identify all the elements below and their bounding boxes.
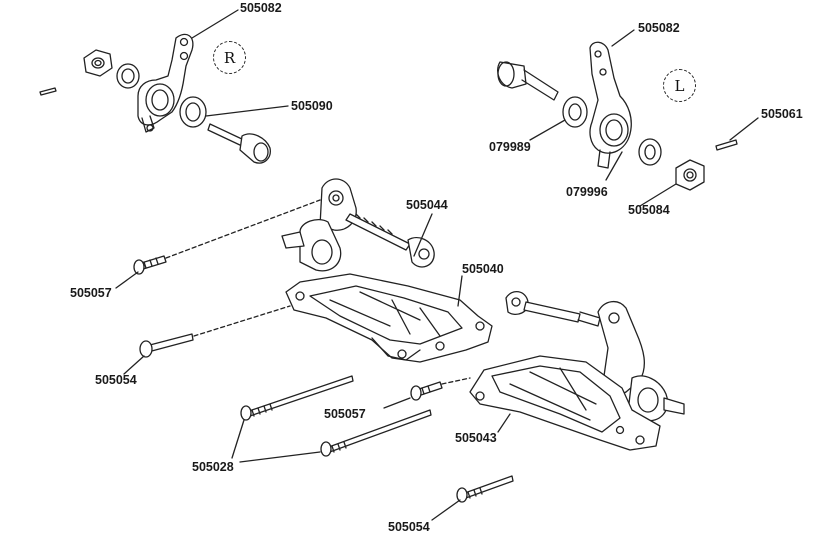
left-pin <box>715 139 738 151</box>
label-upper-right-hub-carrier: 505082 <box>240 1 282 15</box>
screw-505057-mid <box>383 377 471 409</box>
right-nut <box>83 49 113 77</box>
left-nut <box>675 159 705 191</box>
label-left-bearing: 079996 <box>566 185 608 199</box>
label-left-pin: 505061 <box>761 107 803 121</box>
shaft-505028-b <box>320 409 432 457</box>
right-pin <box>39 87 57 96</box>
right-hub-carrier <box>137 33 194 133</box>
lower-turnbuckle <box>505 291 601 327</box>
lower-arm-assembly <box>469 291 685 451</box>
shaft-505028-a <box>240 375 354 421</box>
left-side-letter: L <box>674 76 685 95</box>
fasteners <box>115 199 514 521</box>
left-bearing-079996 <box>638 138 662 166</box>
label-upper-left-hub-carrier: 505082 <box>638 21 680 35</box>
label-right-axle: 505090 <box>291 99 333 113</box>
right-side-letter: R <box>223 48 236 67</box>
upper-arm-plate <box>285 273 493 363</box>
label-lower-arm: 505043 <box>455 431 497 445</box>
screw-505054-upper <box>123 305 291 375</box>
label-mid-screw-short: 505057 <box>324 407 366 421</box>
left-axle-shaft <box>497 61 559 101</box>
right-small-bearing <box>116 63 140 89</box>
left-hub-assembly <box>497 29 759 207</box>
screw-505057-upper <box>115 199 321 289</box>
left-hub-carrier <box>589 41 632 169</box>
left-bearing-079989 <box>562 96 588 128</box>
label-front-screw-long: 505054 <box>95 373 137 387</box>
right-hub-assembly <box>39 9 289 164</box>
right-side-badge: R <box>213 41 246 74</box>
left-side-badge: L <box>663 69 696 102</box>
label-upper-arm: 505040 <box>462 262 504 276</box>
label-bottom-screw: 505054 <box>388 520 430 534</box>
upper-arm-assembly <box>281 178 493 363</box>
right-axle-shaft <box>207 123 271 164</box>
label-front-screw-short: 505057 <box>70 286 112 300</box>
label-turnbuckle: 505044 <box>406 198 448 212</box>
lower-rear-hub <box>597 301 685 422</box>
lower-arm-plate <box>469 355 661 451</box>
upper-front-hub <box>281 178 357 272</box>
label-left-nut: 505084 <box>628 203 670 217</box>
label-right-bearing: 079989 <box>489 140 531 154</box>
turnbuckle-rod <box>345 213 435 268</box>
label-long-shafts: 505028 <box>192 460 234 474</box>
screw-505054-bottom <box>431 475 514 521</box>
right-large-bearing <box>179 96 207 128</box>
